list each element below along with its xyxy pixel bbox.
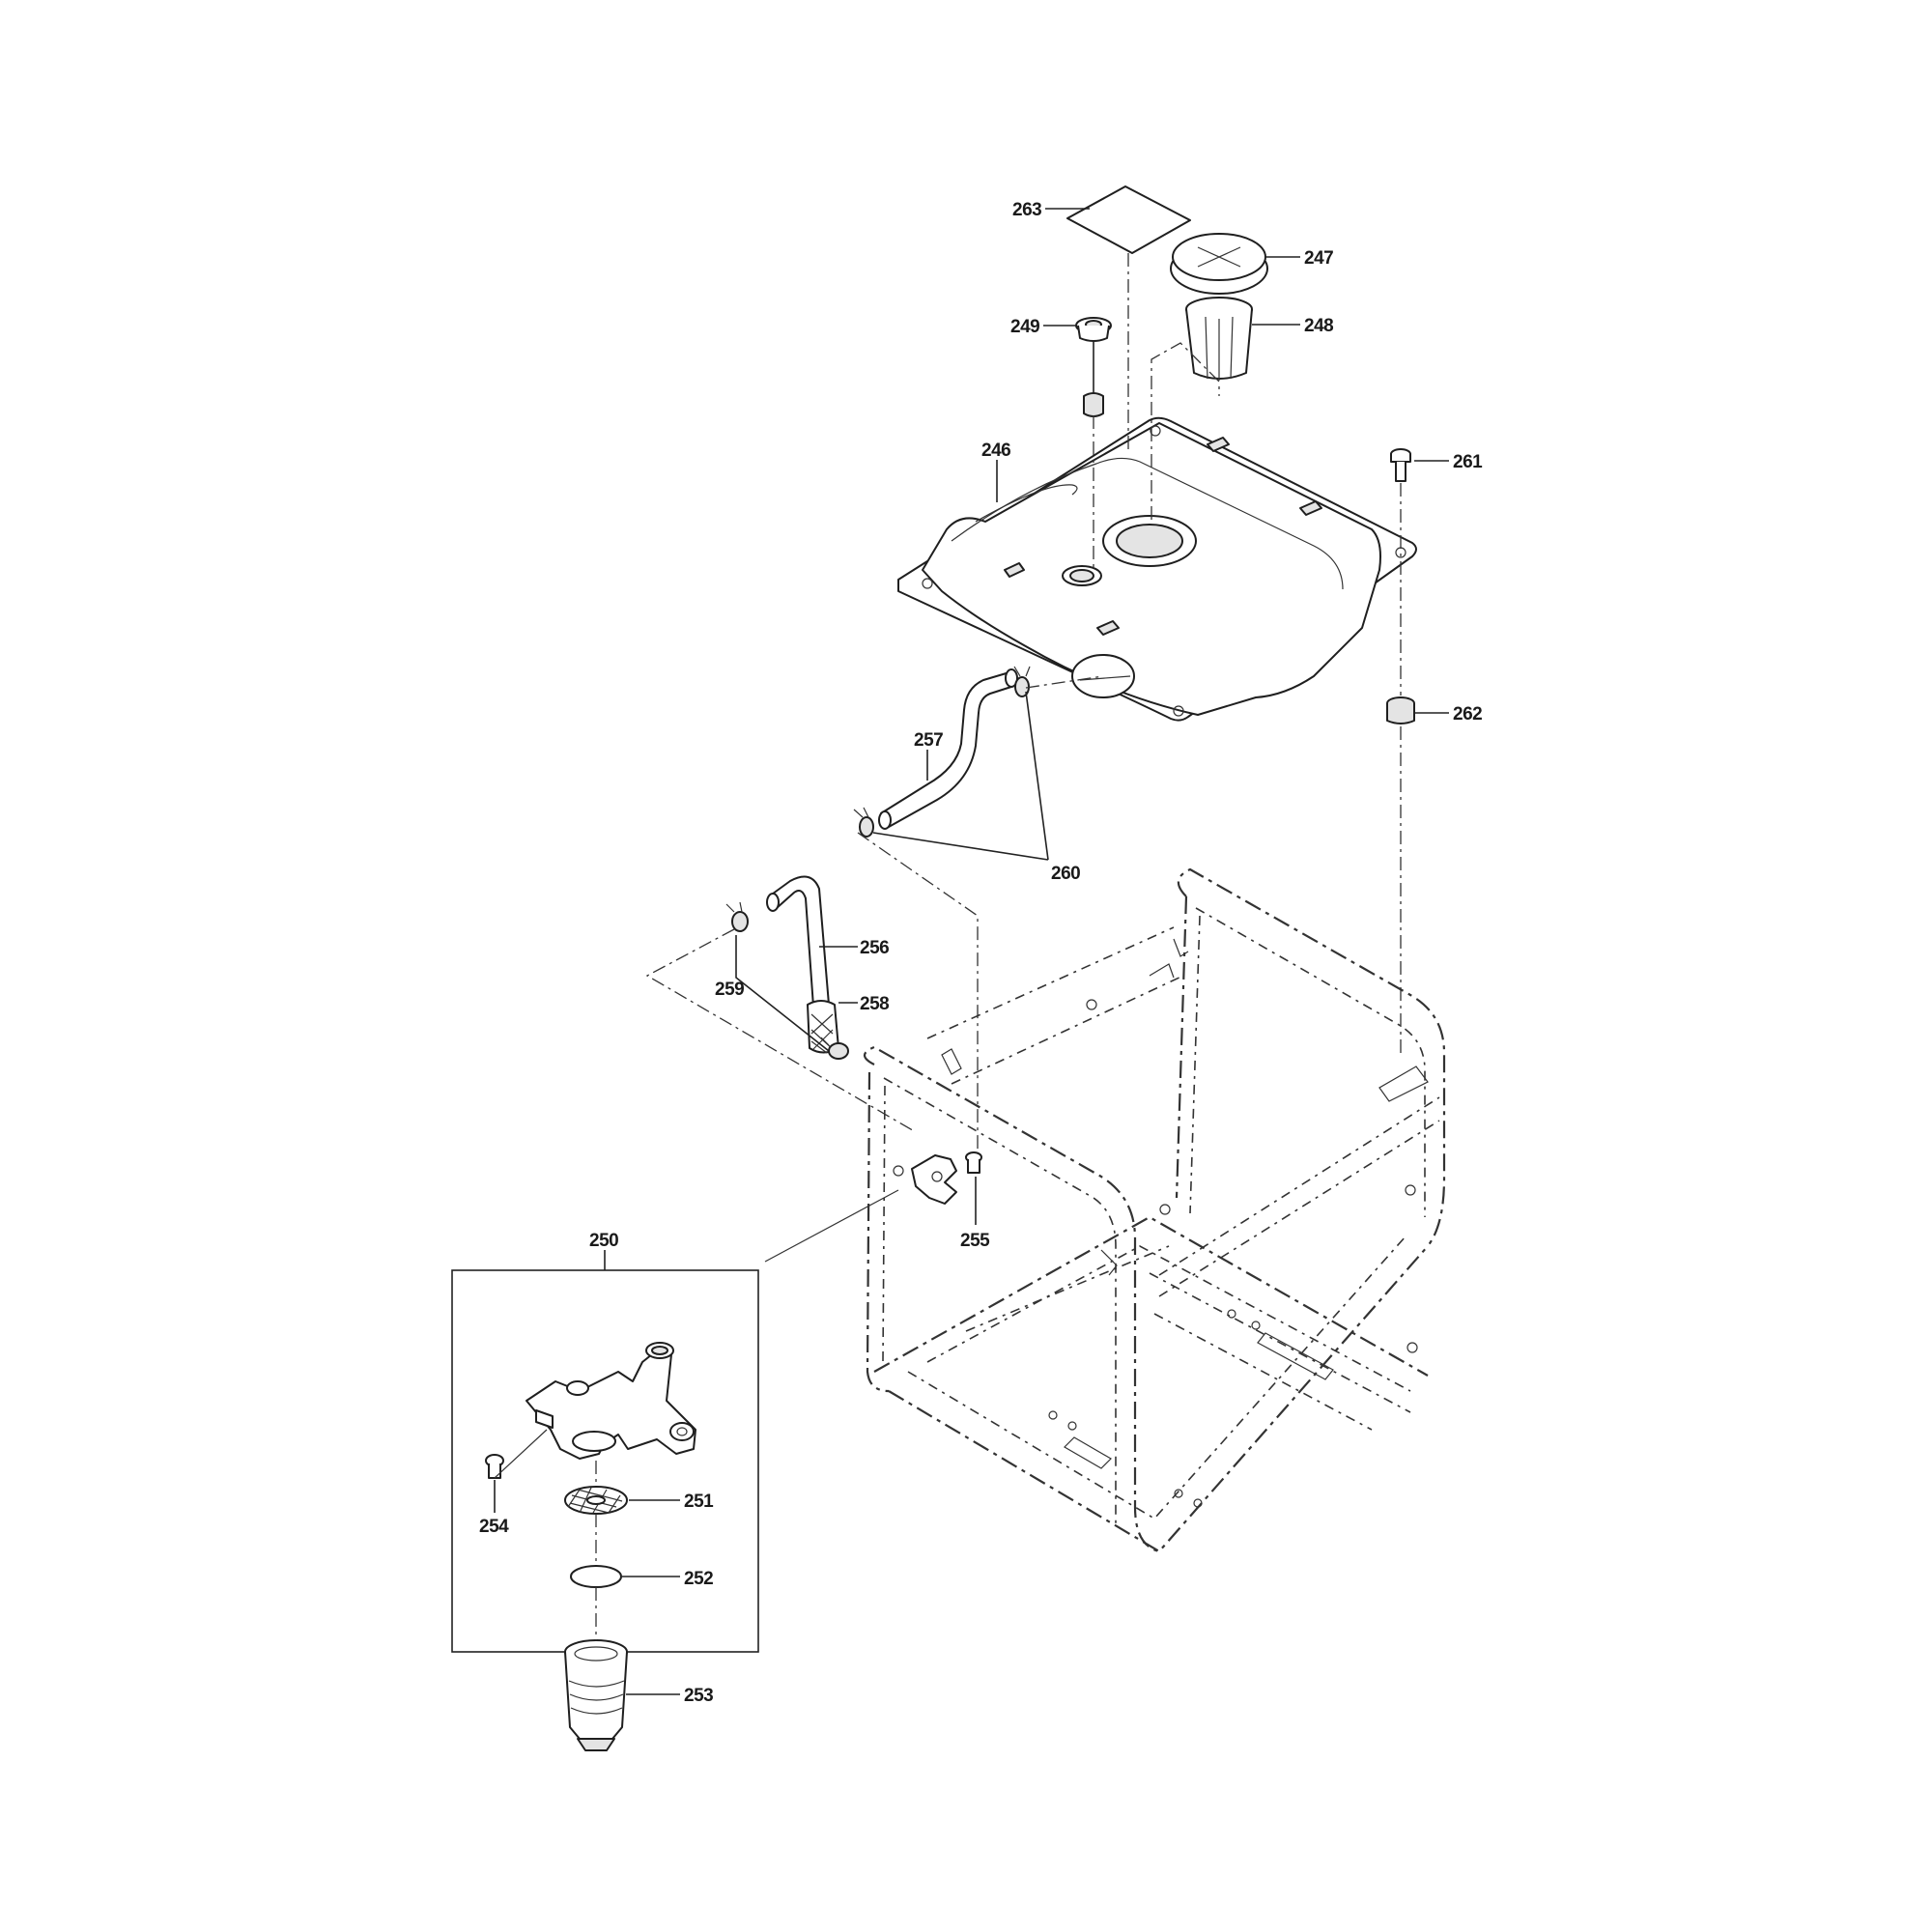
hose-clamp-upper (1013, 666, 1031, 697)
fuel-valve-body (526, 1342, 696, 1460)
callout-256: 256 (860, 938, 889, 958)
sediment-cup (564, 1639, 628, 1751)
callout-labels: 263 247 249 248 246 261 262 257 260 256 … (479, 200, 1484, 1706)
callout-258: 258 (860, 994, 889, 1014)
rubber-bushing (1386, 696, 1415, 724)
callout-259: 259 (715, 980, 744, 1000)
callout-254: 254 (479, 1517, 509, 1537)
mounting-bolt (1390, 448, 1411, 482)
o-ring-gasket (570, 1565, 622, 1588)
fuel-hose (878, 668, 1018, 830)
callout-252: 252 (684, 1569, 713, 1589)
callout-248: 248 (1304, 316, 1333, 336)
callout-253: 253 (684, 1686, 713, 1706)
mounting-screw (965, 1151, 982, 1174)
fuel-tank (897, 416, 1417, 722)
fuel-gauge (1075, 317, 1112, 417)
callout-261: 261 (1453, 452, 1483, 472)
fuel-valve-installed (911, 1154, 957, 1205)
filter-screen-disc (564, 1486, 628, 1515)
callout-263: 263 (1012, 200, 1041, 220)
callout-251: 251 (684, 1492, 714, 1512)
hose-clamp-filter-bottom (820, 1037, 849, 1060)
callout-262: 262 (1453, 704, 1482, 724)
fuel-hose-lower (766, 875, 830, 1008)
leader-lines (494, 208, 1449, 1695)
callout-257: 257 (914, 730, 943, 751)
hose-clamp-filter-top (725, 901, 749, 932)
assembly-lines (494, 253, 1402, 1640)
callout-249: 249 (1010, 317, 1039, 337)
callout-255: 255 (960, 1231, 990, 1251)
callout-250: 250 (589, 1231, 618, 1251)
hose-clamp-lower (853, 807, 874, 838)
callout-246: 246 (981, 440, 1010, 461)
fuel-strainer (1185, 297, 1253, 381)
callout-247: 247 (1304, 248, 1333, 269)
generator-frame (863, 867, 1446, 1553)
fuel-cap (1170, 233, 1268, 295)
callout-260: 260 (1051, 864, 1080, 884)
valve-screw (485, 1454, 504, 1479)
warning-label-sheet (1066, 185, 1191, 254)
